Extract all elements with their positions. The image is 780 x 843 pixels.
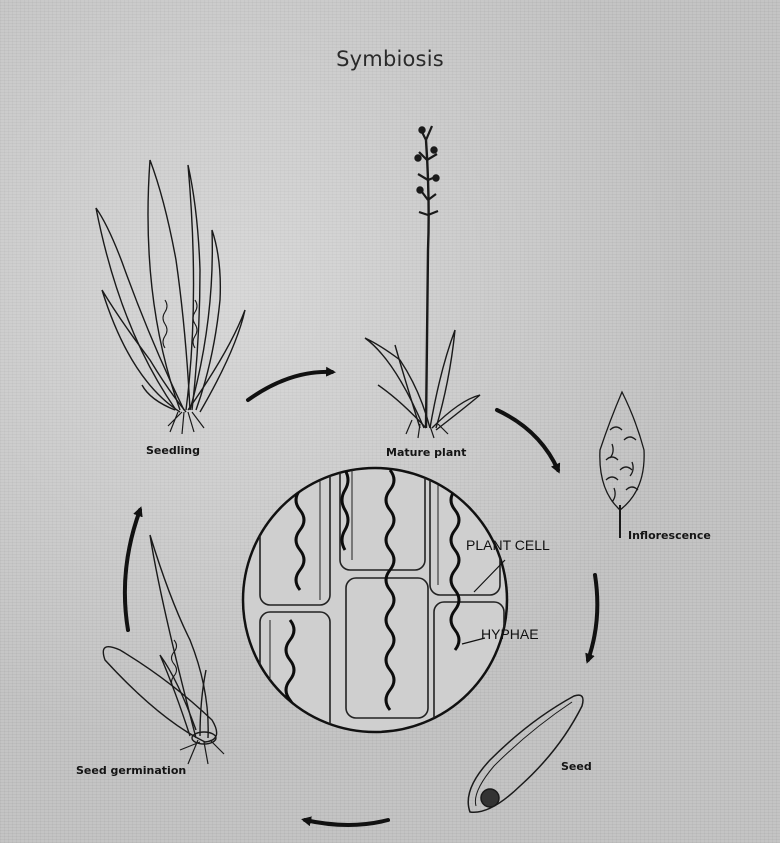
seed-illustration [468,695,583,812]
arrow-inflorescence-to-seed [588,575,597,660]
seedling-label: Seedling [146,444,200,457]
inflorescence-illustration [600,392,644,538]
arrow-seed-to-germination [305,820,388,825]
mature-plant-label: Mature plant [386,446,466,459]
hyphae-label: HYPHAE [481,626,539,642]
mature-plant-illustration [365,126,480,438]
cell-inset [243,455,507,752]
seed-germination-illustration [103,535,224,764]
arrow-mature-to-inflorescence [497,410,558,470]
plant-cell-label: PLANT CELL [466,537,550,553]
seed-germination-label: Seed germination [76,764,186,777]
seed-label: Seed [561,760,592,773]
seedling-illustration [96,160,245,434]
arrow-germination-to-seedling [125,510,140,630]
inflorescence-label: Inflorescence [628,529,711,542]
arrow-seedling-to-mature [248,372,332,400]
